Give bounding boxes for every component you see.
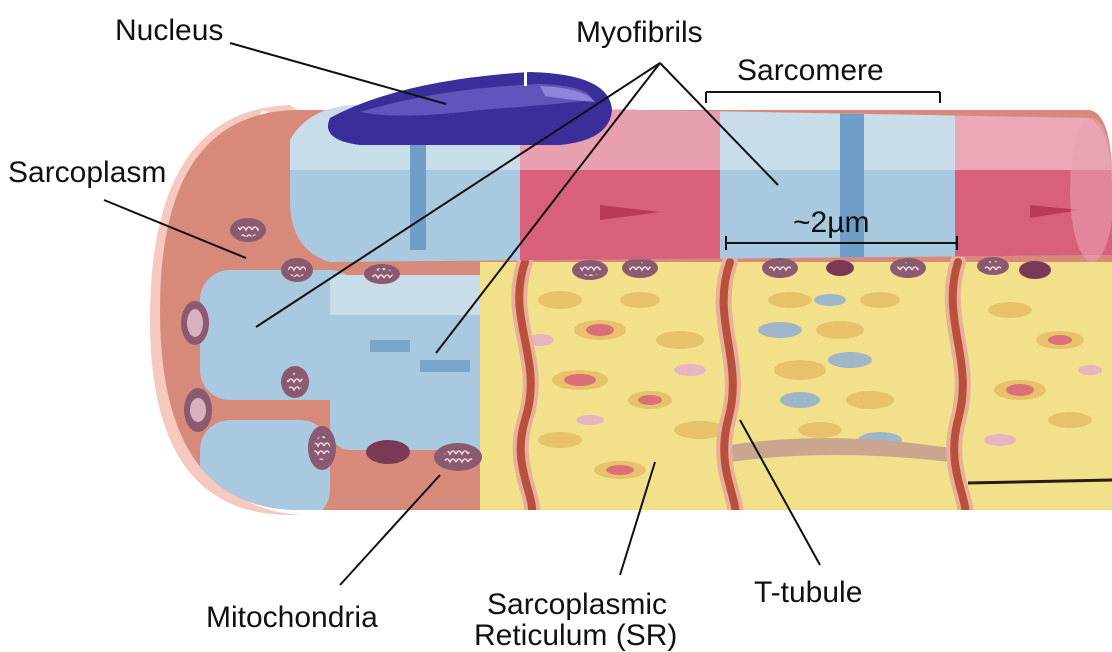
label-length: ~2µm [793,206,869,239]
label-mitochondria: Mitochondria [206,601,378,634]
label-sr-line1: Sarcoplasmic [487,588,667,621]
sarcomere-bracket [706,92,940,103]
label-t-tubule: T-tubule [754,576,862,609]
label-sr-line2: Reticulum (SR) [474,619,677,652]
nucleus [328,70,612,145]
label-myofibrils: Myofibrils [576,16,703,49]
label-sarcoplasm: Sarcoplasm [8,156,166,189]
label-sarcomere: Sarcomere [737,54,884,87]
label-nucleus: Nucleus [115,14,223,47]
